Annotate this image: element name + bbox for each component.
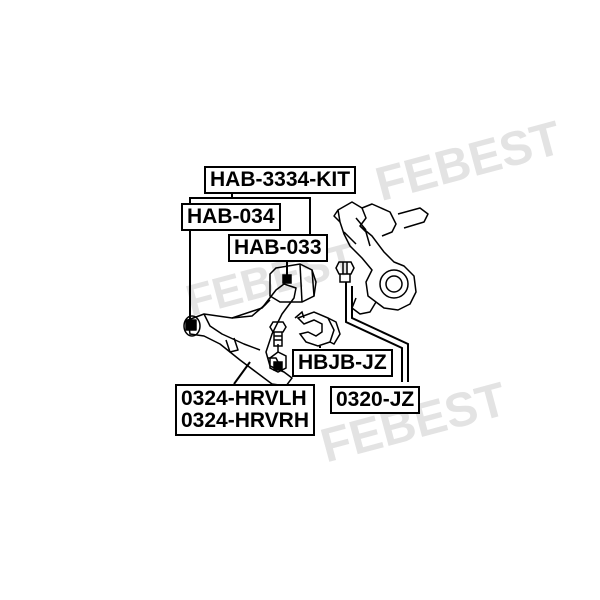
stabilizer-bushing <box>294 310 341 347</box>
part-label-ball-joint[interactable]: 0320-JZ <box>330 386 421 414</box>
watermark-text: FEBEST <box>370 112 567 212</box>
stud-nut <box>269 321 287 347</box>
lower-control-arm <box>183 283 297 387</box>
part-label-arm-left: 0324-HRVLH <box>181 387 307 410</box>
part-label-rear-bushing[interactable]: HAB-034 <box>181 203 281 231</box>
front-bushing <box>269 263 317 303</box>
part-label-stabilizer-bushing[interactable]: HBJB-JZ <box>292 349 393 377</box>
part-label-front-bushing[interactable]: HAB-033 <box>228 234 328 262</box>
part-label-control-arm[interactable]: 0324-HRVLH 0324-HRVRH <box>175 384 315 436</box>
leader-lines <box>189 190 409 385</box>
steering-knuckle <box>333 201 429 315</box>
part-label-arm-right: 0324-HRVRH <box>181 409 309 432</box>
part-label-kit[interactable]: HAB-3334-KIT <box>204 166 357 194</box>
